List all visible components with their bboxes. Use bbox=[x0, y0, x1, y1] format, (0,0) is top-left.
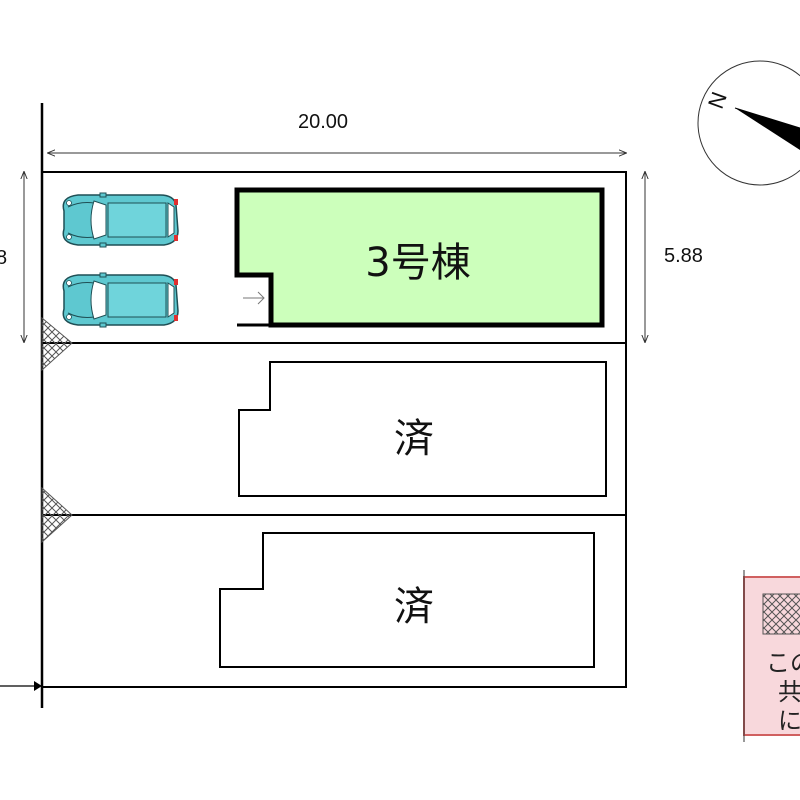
legend-line-1: この bbox=[766, 649, 800, 677]
car-icon bbox=[62, 192, 179, 248]
hatched-area-2 bbox=[41, 486, 73, 544]
site-boundary bbox=[41, 171, 627, 688]
car-icon bbox=[62, 272, 179, 328]
lot-3-building: 3号棟 bbox=[234, 187, 605, 328]
lot-2-label: 済 bbox=[394, 416, 434, 462]
legend-line-2: 共 bbox=[778, 678, 800, 706]
legend-box: この 共 に bbox=[743, 570, 800, 742]
lot-1-label: 済 bbox=[394, 584, 434, 630]
width-label: 20.00 bbox=[298, 111, 348, 133]
lot-3-label: 3号棟 bbox=[365, 240, 470, 286]
legend-line-3: に bbox=[778, 707, 800, 735]
compass: N bbox=[697, 60, 800, 186]
lot-1-building: 済 bbox=[219, 532, 595, 668]
depth-dimension-left: 8 bbox=[0, 172, 24, 342]
depth-label-right: 5.88 bbox=[664, 245, 703, 267]
depth-dimension-right: 5.88 bbox=[645, 172, 703, 342]
lot-2-building: 済 bbox=[238, 361, 607, 497]
hatched-area-1 bbox=[41, 316, 73, 372]
legend-hatch-swatch bbox=[762, 593, 800, 635]
width-dimension: 20.00 bbox=[48, 111, 626, 153]
depth-label-left: 8 bbox=[0, 247, 7, 269]
